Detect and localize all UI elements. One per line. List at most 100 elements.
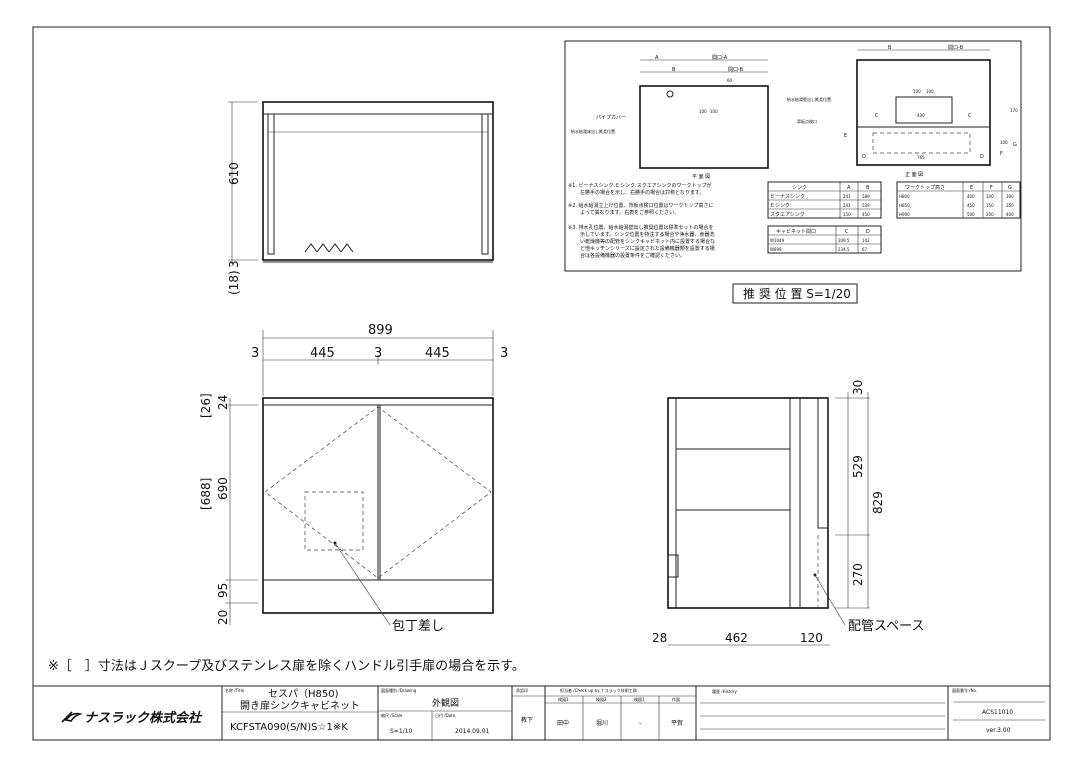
plan-dim-open-a: 間口-A: [712, 55, 728, 61]
td: 450: [967, 203, 975, 208]
td: 150: [986, 203, 994, 208]
front-callout: 包丁差し: [392, 619, 444, 634]
td: 142: [862, 238, 870, 243]
recommended-label: 推 奨 位 置 S=1/20: [743, 286, 851, 301]
drawing-number: ACS11010: [982, 709, 1013, 716]
model-number: KCFSTA090(S/N)S☆1※K: [230, 722, 348, 733]
height-table: ワークトップ高さ E F G H800 400 100 300 H850 450…: [896, 181, 1021, 219]
note: ※1. ビーナスシンク.Ｅシンク.スクエアシンクのワークトップが: [568, 182, 712, 189]
td: 539: [862, 203, 870, 208]
elev-dim-170: 170: [1010, 108, 1018, 113]
check-label: 担当者 /Check up by ナスラック技術工務: [560, 687, 637, 693]
role: 検図2: [596, 696, 607, 702]
td: 100: [986, 194, 994, 199]
recommended-label-box: [732, 283, 858, 304]
elev-dim-765: 765: [917, 155, 925, 160]
dim-top-bottom: 3: [227, 260, 241, 268]
role: 作図: [672, 696, 680, 702]
td: H800: [899, 194, 910, 199]
td: 200: [986, 212, 994, 217]
note: 示しています。シンク位置を特注する場合や浄水器、食器洗: [580, 231, 714, 238]
th: F: [990, 185, 993, 191]
plan-title: 平 面 図: [692, 174, 710, 180]
th: G: [1008, 185, 1012, 191]
elev-dim-d1: D: [862, 154, 866, 160]
elev-wall-outlet: 給水給湯壁出し推奨位置: [787, 96, 831, 102]
approval-value: 教下: [521, 716, 533, 724]
td: H850: [899, 203, 910, 208]
td: 300: [1006, 194, 1014, 199]
note: 合は各設備機器の設置条件をご確認ください。: [580, 252, 685, 259]
dim-front-top: 24: [216, 395, 230, 410]
plan-dim-100b: 100: [710, 109, 718, 114]
dim-side-lower: 270: [851, 563, 865, 586]
th: ワークトップ高さ: [905, 184, 945, 191]
td: 67: [862, 247, 868, 252]
dim-front-door-h: 690: [216, 477, 230, 500]
dim-side-depth: 462: [725, 631, 748, 645]
dim-side-top: 30: [851, 380, 865, 395]
cabinet-table: キャビネット間口 C D W1049 309.5 142 W899 234.5 …: [767, 225, 882, 254]
plan-dim-100a: 100: [699, 109, 707, 114]
td: Ｅシンク: [770, 203, 790, 209]
drawing-type: 外観図: [432, 697, 459, 709]
recommended-position-panel: A 間口-A B 間口-B 60 100 100 パイプカバー 給水給湯床出し推…: [564, 40, 1022, 272]
role: 検図3: [558, 696, 569, 702]
date-label: 日付 /Date: [435, 712, 456, 718]
th: シンク: [792, 185, 807, 191]
plan-dim-a: A: [655, 55, 659, 61]
history-label: 履歴 /History: [712, 688, 737, 694]
scale-label: 縮尺 /Scale: [381, 712, 403, 718]
front-view: 包丁差し 899 3 445 3 445 3 24 [26] 690 [688]…: [199, 323, 508, 634]
td: 400: [1006, 212, 1014, 217]
th: A: [847, 185, 851, 191]
dim-front-door-left: 445: [310, 346, 335, 361]
version: ver.3.00: [986, 727, 1011, 734]
th: E: [970, 185, 973, 191]
td: 350: [1006, 203, 1014, 208]
dim-side-back: 28: [652, 631, 667, 645]
td: W1049: [770, 238, 785, 243]
sink-table: シンク A B ビーナスシンク 241 589 Ｅシンク 241 539 スクエ…: [767, 181, 882, 219]
dim-front-gap: 3: [374, 346, 382, 361]
elev-dim-g: G: [1013, 142, 1017, 148]
elev-dim-f: F: [1000, 151, 1003, 157]
dim-side-upper: 529: [851, 455, 865, 478]
plan-dim-open-b: 間口-B: [728, 67, 744, 73]
plan-dim-60: 60: [727, 78, 733, 83]
td: 150: [843, 212, 851, 217]
checker-name: -: [639, 720, 641, 727]
name-label: 名称 /Title: [225, 687, 245, 693]
side-callout: 配管スペース: [848, 619, 924, 634]
dim-front-width: 899: [368, 323, 393, 338]
dim-front-side-left: 3: [251, 346, 259, 361]
th: B: [866, 185, 870, 191]
td: 309.5: [838, 238, 850, 243]
note: 左勝手の場合を示し、右勝手の場合は対称となります。: [580, 189, 704, 196]
dim-top-bottom-paren: (18): [227, 270, 241, 295]
drawing-label: 図面種別 /Drawing: [381, 687, 417, 693]
dim-top-depth: 610: [227, 162, 241, 185]
footnote: ※［ ］寸法はＪスクープ及びステンレス扉を除くハンドル引手扉の場合を示す。: [48, 658, 525, 674]
dim-front-door-right: 445: [425, 346, 450, 361]
checker-name: 田中: [557, 719, 569, 727]
td: W899: [770, 247, 782, 252]
td: ビーナスシンク: [770, 193, 805, 200]
td: H900: [899, 212, 910, 217]
checker-name: 堀川: [596, 719, 608, 727]
checker-name: 平賀: [671, 719, 683, 727]
logo-text: ナスラック株式会社: [84, 710, 203, 726]
td: スクエアシンク: [770, 212, 805, 218]
td: 241: [843, 203, 851, 208]
top-view: 610 3 (18): [227, 101, 494, 295]
note: ど他キッチンシリーズに設定された設備機器類を設置する場: [580, 245, 715, 252]
company-logo: ナスラック株式会社: [61, 710, 203, 726]
td: 241: [843, 194, 851, 199]
td: 450: [862, 212, 870, 217]
approval-label: 承認印: [516, 687, 528, 693]
note: い乾燥機等の配管をシンクキャビネット内に設置する場合な: [580, 238, 715, 245]
elev-title: 正 面 図: [905, 172, 923, 178]
elev-dim-e: E: [844, 133, 847, 139]
dim-front-door-h-alt: [688]: [199, 478, 213, 510]
